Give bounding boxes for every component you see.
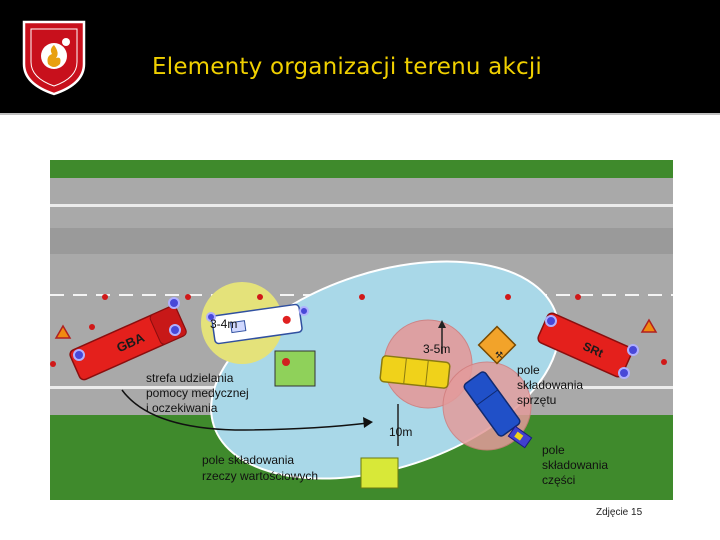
- medical-zone-line1: strefa udzielania: [146, 371, 234, 385]
- distance-label-ambulance: 3-4m: [210, 317, 237, 331]
- cone-marker: [505, 294, 511, 300]
- cone-marker: [185, 294, 191, 300]
- distance-label-10m: 10m: [389, 425, 412, 439]
- medical-zone-line2: pomocy medycznej: [146, 386, 249, 400]
- road-lane-band: [50, 228, 673, 254]
- slide-number: Zdjęcie 15: [596, 507, 643, 518]
- cone-marker: [257, 294, 263, 300]
- ambulance: [211, 303, 303, 345]
- slide-title: Elementy organizacji terenu akcji: [152, 54, 543, 80]
- parts-field-line3: części: [542, 473, 575, 487]
- crashed-car-yellow: [379, 355, 451, 389]
- grass-top: [50, 160, 673, 178]
- medical-zone-line3: i oczekiwania: [146, 401, 218, 415]
- cone-marker: [50, 361, 56, 367]
- equipment-sign: [477, 325, 517, 365]
- beacon-light-icon: [545, 315, 557, 327]
- access-path-arrow: [121, 389, 369, 431]
- valuables-storage-area: [360, 457, 399, 489]
- arrow-head-icon: [438, 320, 446, 328]
- equipment-field-line2: składowania: [517, 378, 583, 392]
- slide-header: Elementy organizacji terenu akcji: [0, 0, 720, 113]
- cone-marker: [89, 324, 95, 330]
- beacon-light-icon: [618, 367, 630, 379]
- tools-icon: ⚒: [495, 350, 503, 360]
- parts-field-line2: składowania: [542, 458, 608, 472]
- header-divider: [0, 113, 720, 115]
- valuables-field-line1: pole składowania: [202, 453, 294, 467]
- cone-marker: [575, 294, 581, 300]
- equipment-field-line3: sprzętu: [517, 393, 556, 407]
- cone-marker: [661, 359, 667, 365]
- equipment-field-line1: pole: [517, 363, 540, 377]
- beacon-light-icon: [299, 306, 309, 316]
- cone-marker: [102, 294, 108, 300]
- cone-marker: [359, 294, 365, 300]
- beacon-light-icon: [627, 344, 639, 356]
- parts-storage-area: [507, 425, 533, 449]
- road-edge-line: [50, 204, 673, 207]
- beacon-light-icon: [168, 297, 180, 309]
- parts-field-line1: pole: [542, 443, 565, 457]
- arrow-head-icon: [363, 417, 373, 428]
- beacon-light-icon: [206, 312, 216, 322]
- beacon-light-icon: [169, 324, 181, 336]
- valuables-field-line2: rzeczy wartościowych: [202, 469, 318, 483]
- medical-aid-area: [274, 350, 316, 387]
- rescue-truck-srt: SRt: [537, 312, 633, 378]
- distance-label-3-5m: 3-5m: [423, 342, 450, 356]
- beacon-light-icon: [73, 349, 85, 361]
- crashed-car-blue: [463, 371, 521, 437]
- warning-triangle-icon: [54, 324, 72, 339]
- fire-brigade-logo-icon: [22, 20, 86, 96]
- medical-cross-icon: [282, 358, 290, 366]
- action-site-diagram: GBA 3-4m strefa udzielania pomocy medycz…: [50, 160, 673, 500]
- fire-truck-gba: GBA: [69, 305, 187, 381]
- warning-triangle-icon: [640, 318, 658, 333]
